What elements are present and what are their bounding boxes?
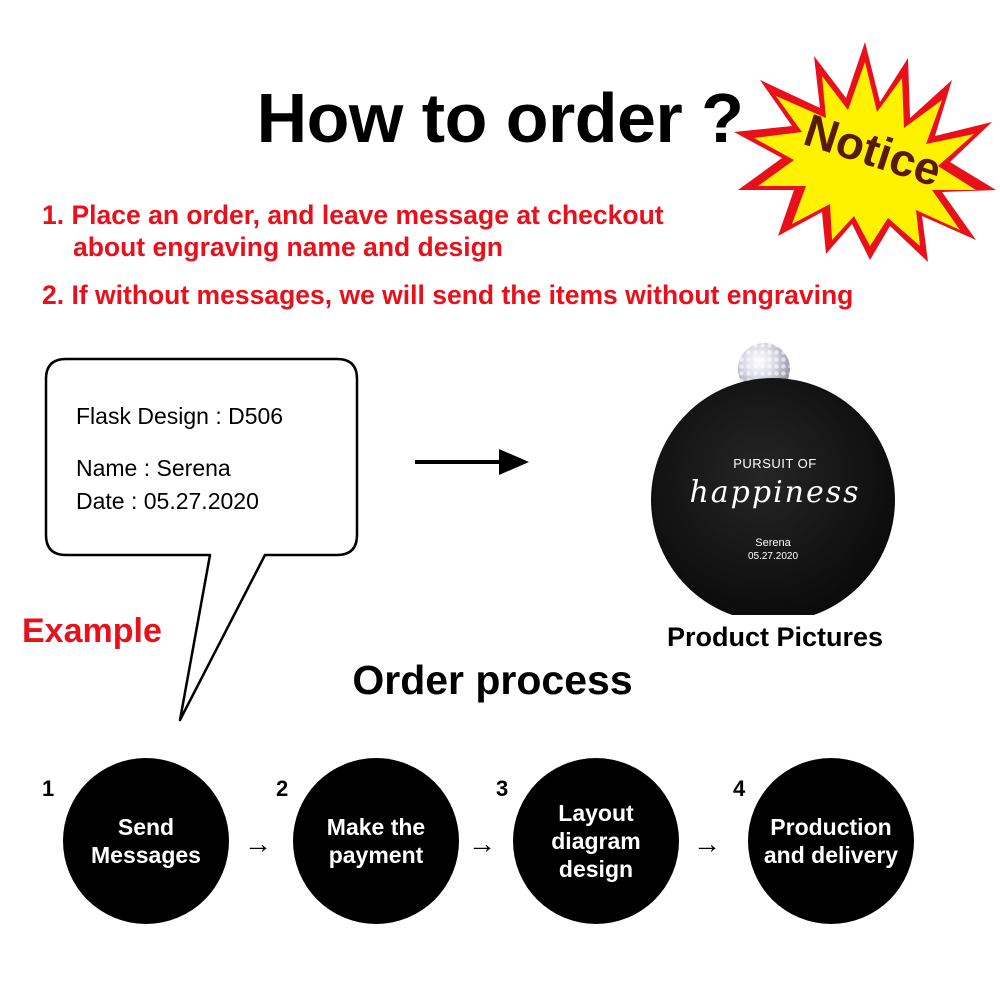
step-2-number: 2 <box>276 776 289 801</box>
product-pictures-label: Product Pictures <box>666 622 884 652</box>
engraving-script: happiness <box>689 475 861 510</box>
step-3-label: Layout diagram design <box>551 800 641 882</box>
step-1-circle: Send Messages <box>63 758 229 924</box>
step-2-circle: Make the payment <box>293 758 459 924</box>
message-name: Name : Serena <box>76 455 231 481</box>
starburst-icon <box>734 42 996 262</box>
step-4-label: Production and delivery <box>763 814 899 868</box>
example-label: Example <box>22 612 162 650</box>
step-arrow-3: → <box>693 828 721 859</box>
step-arrow-1: → <box>244 828 272 859</box>
page-title: How to order ? <box>256 79 744 157</box>
arrow-right-icon <box>415 449 529 475</box>
step-1-number: 1 <box>42 776 55 801</box>
step-4-circle: Production and delivery <box>748 758 914 924</box>
message-date: Date : 05.27.2020 <box>76 488 259 514</box>
flask-illustration <box>651 343 895 622</box>
step-3-number: 3 <box>496 776 509 801</box>
message-design: Flask Design : D506 <box>76 403 284 429</box>
instruction-1: 1. Place an order, and leave message at … <box>42 200 664 230</box>
notice-badge: Notice <box>730 40 1000 265</box>
engraving-name: Serena <box>755 537 791 549</box>
step-4-number: 4 <box>733 776 746 801</box>
step-arrow-2: → <box>468 828 496 859</box>
order-process-title: Order process <box>352 657 633 703</box>
step-2-label: Make the payment <box>326 814 426 868</box>
instruction-1-continued: about engraving name and design <box>73 232 503 262</box>
instruction-2: 2. If without messages, we will send the… <box>42 280 854 310</box>
step-3-circle: Layout diagram design <box>513 758 679 924</box>
engraving-date: 05.27.2020 <box>747 551 799 562</box>
step-1-label: Send Messages <box>91 814 201 868</box>
flask-product-image: PURSUIT OF happiness Serena 05.27.2020 <box>640 335 910 622</box>
engraving-top: PURSUIT OF <box>733 456 817 471</box>
